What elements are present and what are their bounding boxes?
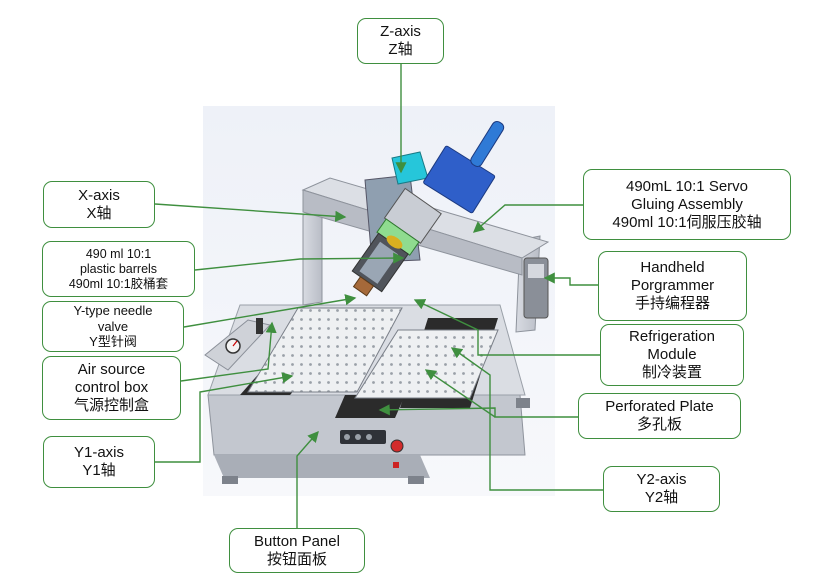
- gluing-assembly: [351, 187, 442, 297]
- needle-valve-line2: valve: [97, 318, 129, 334]
- needle-valve: [352, 276, 375, 297]
- regulator-knob: [256, 318, 263, 334]
- z-axis-cn: Z轴: [388, 41, 413, 58]
- button-panel-cn: 按钮面板: [266, 550, 327, 568]
- y2-axis-cn: Y2轴: [644, 489, 679, 506]
- label-z-axis: Z-axis Z轴: [357, 18, 444, 64]
- servo-motor: [423, 120, 505, 214]
- power-switch: [393, 462, 399, 468]
- label-y2-axis: Y2-axis Y2轴: [603, 466, 720, 512]
- label-servo-gluing: 490mL 10:1 Servo Gluing Assembly 490ml 1…: [583, 169, 791, 240]
- x-axis-cn: X轴: [86, 204, 112, 222]
- z-axis-en: Z-axis: [380, 23, 421, 40]
- label-perforated-plate: Perforated Plate 多孔板: [578, 393, 741, 439]
- y1-axis-cn: Y1轴: [82, 462, 116, 479]
- refrigeration-line1: Refrigeration: [629, 328, 715, 345]
- servo-gluing-line1: 490mL 10:1 Servo: [625, 177, 749, 195]
- perforated-plate-left: [247, 307, 403, 393]
- connector-lines: [154, 64, 603, 528]
- handheld-cn: 手持编程器: [634, 295, 710, 312]
- refrigeration-cn: 制冷装置: [641, 364, 702, 381]
- x-axis-en: X-axis: [78, 186, 120, 204]
- perforated-plate-cn: 多孔板: [636, 416, 682, 433]
- servo-gluing-line2: Gluing Assembly: [631, 195, 743, 213]
- emergency-stop-icon: [390, 439, 404, 453]
- y1-axis-en: Y1-axis: [73, 444, 125, 461]
- plastic-barrels-line2: plastic barrels: [79, 261, 158, 276]
- label-plastic-barrels: 490 ml 10:1 plastic barrels 490ml 10:1胶桶…: [42, 241, 195, 297]
- needle-valve-cn: Y型针阀: [89, 334, 137, 350]
- servo-gluing-cn: 490ml 10:1伺服压胶轴: [612, 213, 762, 231]
- base-front-face: [214, 455, 430, 478]
- perforated-plate-right: [354, 329, 499, 399]
- plastic-barrels-cn: 490ml 10:1胶桶套: [68, 276, 169, 291]
- handheld-line2: Porgrammer: [630, 277, 715, 294]
- label-handheld: Handheld Porgrammer 手持编程器: [598, 251, 747, 321]
- air-source-line1: Air source: [77, 361, 146, 378]
- label-needle-valve: Y-type needle valve Y型针阀: [42, 301, 184, 352]
- needle-valve-line1: Y-type needle: [73, 303, 153, 319]
- y2-axis-en: Y2-axis: [636, 471, 687, 488]
- plastic-barrels-line1: 490 ml 10:1: [85, 246, 152, 261]
- button-panel: [340, 430, 386, 444]
- perforated-plate-en: Perforated Plate: [605, 398, 714, 415]
- air-source-line2: control box: [74, 379, 149, 396]
- label-refrigeration: Refrigeration Module 制冷装置: [600, 324, 744, 386]
- gantry-left-upright: [302, 209, 323, 306]
- handheld-line1: Handheld: [640, 259, 705, 276]
- pressure-gauge-icon: [225, 338, 241, 354]
- label-y1-axis: Y1-axis Y1轴: [43, 436, 155, 488]
- refrigeration-line2: Module: [647, 346, 697, 363]
- label-x-axis: X-axis X轴: [43, 181, 155, 228]
- label-air-source: Air source control box 气源控制盒: [42, 356, 181, 420]
- button-panel-en: Button Panel: [254, 532, 340, 550]
- air-source-cn: 气源控制盒: [73, 397, 149, 414]
- label-button-panel: Button Panel 按钮面板: [229, 528, 365, 573]
